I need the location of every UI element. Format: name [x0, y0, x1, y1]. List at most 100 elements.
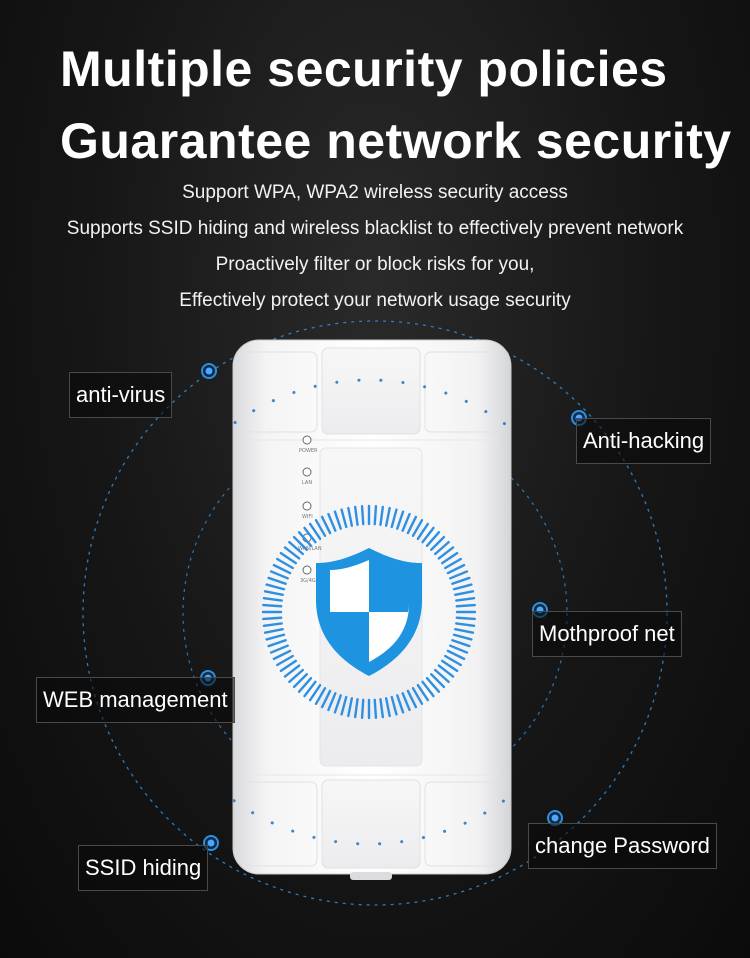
tick-mark [327, 512, 337, 532]
tick-mark [292, 535, 308, 551]
tick-mark [263, 590, 284, 597]
headline-line-1: Multiple security policies [60, 41, 668, 97]
tick-mark [449, 644, 469, 654]
tick-mark [279, 659, 298, 673]
tick-mark [373, 698, 378, 719]
tick-mark [401, 512, 411, 532]
tick-mark [267, 639, 287, 648]
tick-mark [425, 676, 441, 693]
led-label-power: POWER [299, 448, 318, 454]
tick-mark [265, 583, 286, 591]
tick-mark [455, 622, 476, 628]
subtext-line-2: Supports SSID hiding and wireless blackl… [66, 218, 684, 239]
tick-mark [440, 659, 459, 673]
tick-mark [379, 698, 385, 719]
led-label-wifi: WIFI [302, 514, 313, 520]
tick-mark [333, 510, 342, 530]
led-label-lan: LAN [302, 480, 312, 486]
tick-mark [265, 633, 286, 641]
tick-mark [340, 508, 348, 529]
tick-mark [308, 522, 322, 541]
tick-mark [455, 596, 476, 602]
subtext-line-4: Effectively protect your network usage s… [179, 290, 571, 311]
feature-tag-web-management: WEB management [36, 677, 235, 723]
subtext-line-1: Support WPA, WPA2 wireless security acce… [182, 182, 568, 203]
security-tick-ring [261, 504, 477, 720]
tick-mark [353, 698, 359, 719]
tick-mark [411, 687, 424, 705]
tick-mark [384, 506, 391, 527]
tick-mark [455, 603, 476, 608]
tick-mark [430, 535, 446, 551]
tick-mark [263, 627, 284, 634]
tick-mark [269, 570, 289, 580]
tick-mark [297, 676, 313, 693]
tick-mark [406, 515, 418, 535]
tick-mark [320, 515, 332, 535]
tick-mark [411, 519, 424, 537]
tick-mark [390, 508, 398, 529]
tick-mark [276, 654, 294, 667]
shield-icon [316, 548, 422, 676]
tick-mark [303, 680, 317, 698]
tick-mark [401, 692, 411, 712]
led-label-wan-lan: WAN/LAN [298, 546, 322, 552]
tick-mark [262, 596, 283, 602]
tick-mark [390, 695, 398, 716]
tick-mark [272, 563, 292, 575]
tick-mark [446, 563, 466, 575]
tick-mark [303, 526, 317, 544]
tick-mark [451, 639, 471, 648]
led-label-3g-4g: 3G/4G [300, 578, 316, 584]
tick-mark [276, 557, 294, 570]
tick-mark [347, 506, 354, 527]
tick-mark [288, 668, 305, 684]
tick-mark [283, 664, 301, 678]
tick-mark [267, 576, 287, 585]
tick-mark [396, 510, 405, 530]
tick-mark [262, 616, 283, 621]
tick-mark [314, 687, 327, 705]
feature-tag-ssid-hiding: SSID hiding [78, 845, 209, 891]
tick-mark [320, 689, 332, 709]
tick-mark [444, 654, 462, 667]
tick-mark [396, 694, 405, 714]
tick-mark [421, 526, 435, 544]
tick-mark [269, 644, 289, 654]
headline-line-2: Guarantee network security [60, 113, 732, 169]
tick-mark [433, 540, 450, 556]
feature-tag-anti-virus: anti-virus [69, 372, 173, 418]
tick-mark [452, 583, 473, 591]
tick-mark [449, 570, 469, 580]
tick-mark [379, 505, 385, 526]
tick-mark [360, 505, 365, 526]
tick-mark [333, 694, 342, 714]
tick-mark [347, 697, 354, 718]
tick-mark [433, 668, 450, 684]
tick-mark [308, 683, 322, 702]
feature-tag-mothproof-net: Mothproof net [532, 611, 682, 657]
tick-mark [446, 649, 466, 661]
tick-mark [406, 689, 418, 709]
tick-mark [430, 673, 446, 689]
tick-mark [416, 522, 430, 541]
tick-mark [262, 622, 283, 628]
tick-mark [314, 519, 327, 537]
tick-mark [272, 649, 292, 661]
tick-mark [279, 551, 298, 565]
tick-mark [444, 557, 462, 570]
tick-mark [373, 505, 378, 526]
tick-mark [360, 698, 365, 719]
tick-mark [416, 683, 430, 702]
tick-mark [262, 603, 283, 608]
tick-mark [454, 627, 475, 634]
tick-mark [292, 673, 308, 689]
tick-mark [340, 695, 348, 716]
subtext-line-3: Proactively filter or block risks for yo… [215, 254, 535, 275]
feature-tag-anti-hacking: Anti-hacking [576, 418, 712, 464]
tick-mark [327, 692, 337, 712]
feature-tag-change-password: change Password [528, 823, 717, 869]
tick-mark [421, 680, 435, 698]
tick-mark [454, 590, 475, 597]
